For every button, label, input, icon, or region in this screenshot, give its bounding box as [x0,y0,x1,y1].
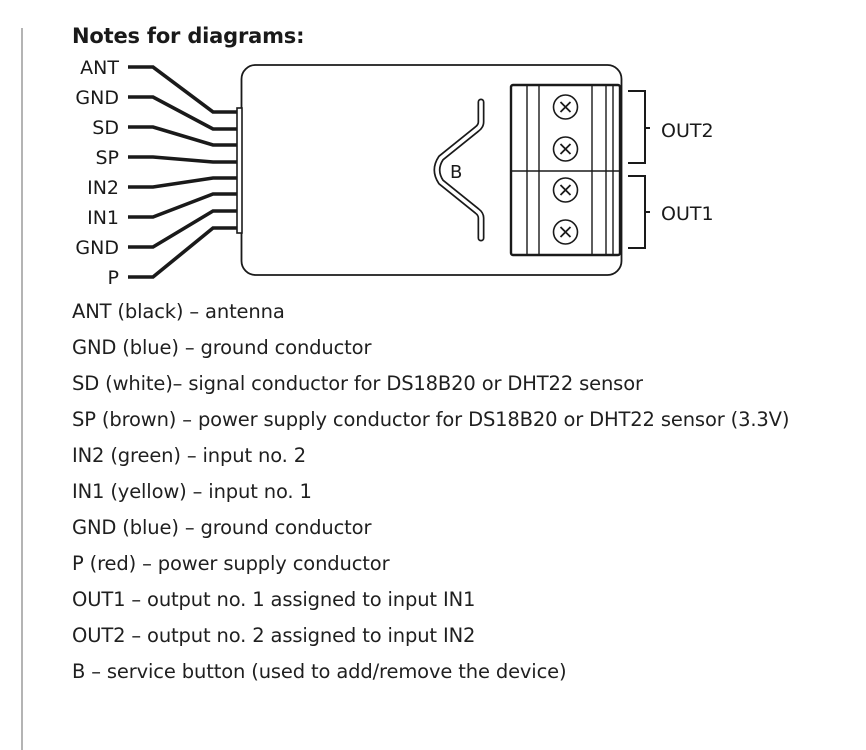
legend-item-gnd-1: GND (blue) – ground conductor [72,336,372,359]
legend-item-sp: SP (brown) – power supply conductor for … [72,408,790,431]
pin-label-in1: IN1 [87,207,119,229]
wire-in2 [128,176,238,189]
pin-legend-list: ANT (black) – antenna GND (blue) – groun… [72,299,832,695]
terminal-screw-3 [552,177,579,203]
wire-sp [128,155,238,164]
bracket-out2 [628,90,646,164]
wire-in1 [128,192,238,219]
legend-item-sd: SD (white)– signal conductor for DS18B20… [72,372,643,395]
service-button: B [433,98,485,242]
pin-label-sd: SD [92,117,119,139]
pin-label-in2: IN2 [87,177,119,199]
legend-item-out1: OUT1 – output no. 1 assigned to input IN… [72,588,476,611]
legend-item-ant: ANT (black) – antenna [72,300,285,323]
legend-item-in2: IN2 (green) – input no. 2 [72,444,306,467]
wire-gnd-2 [128,209,238,249]
pin-label-sp: SP [95,147,119,169]
wire-connector-strip [236,107,243,234]
service-button-inner [435,100,483,240]
wire-sd [128,125,238,147]
legend-item-out2: OUT2 – output no. 2 assigned to input IN… [72,624,476,647]
pin-labels: ANT GND SD SP IN2 IN1 GND P [75,57,119,289]
terminal-screw-2 [552,136,579,162]
pin-label-ant: ANT [80,57,119,79]
wire-gnd-1 [128,95,238,131]
wiring-diagram: ANT GND SD SP IN2 IN1 GND P B [75,57,714,289]
wire-ant [128,65,238,114]
legend-item-in1: IN1 (yellow) – input no. 1 [72,480,312,503]
output-label-out2: OUT2 [661,120,714,142]
legend-item-b: B – service button (used to add/remove t… [72,660,567,683]
page-heading: Notes for diagrams: [72,24,305,48]
terminal-screw-1 [552,94,579,120]
terminal-screw-4 [552,219,579,245]
terminal-block [509,83,622,257]
left-border-rule [21,28,23,750]
wires [128,65,238,279]
pin-label-gnd-2: GND [75,237,119,259]
legend-item-gnd-2: GND (blue) – ground conductor [72,516,372,539]
terminal-block-frame [509,83,622,257]
output-brackets [628,90,650,249]
wire-p [128,226,238,279]
bracket-out1 [628,175,646,249]
service-button-label: B [450,162,462,183]
legend-item-p: P (red) – power supply conductor [72,552,390,575]
pin-label-p: P [108,267,119,289]
pin-label-gnd-1: GND [75,87,119,109]
output-label-out1: OUT1 [661,203,714,225]
